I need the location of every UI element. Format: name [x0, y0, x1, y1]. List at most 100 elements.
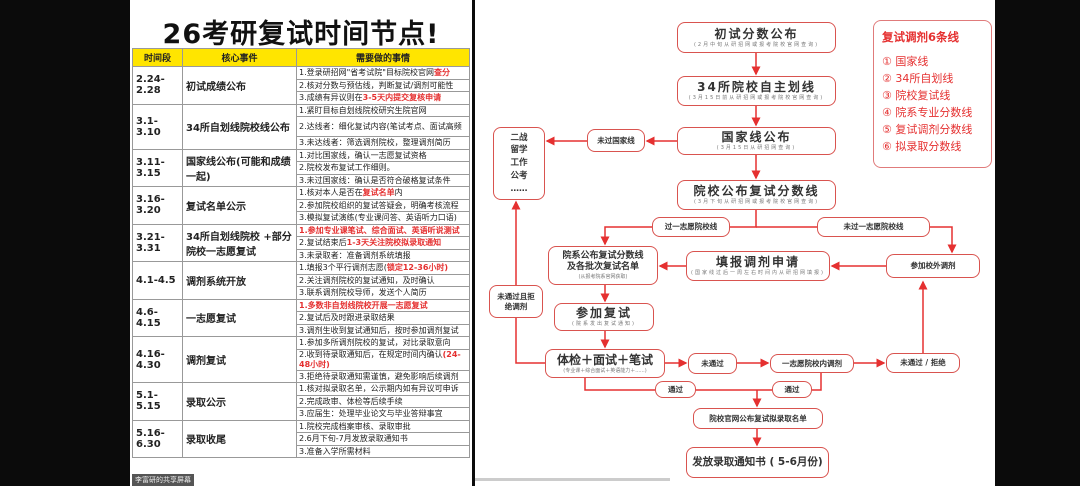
todo-highlight: 1.参加专业课笔试、综合面试、英语听说测试 — [299, 225, 460, 235]
todo-text: 3.未达线者：筛选调剂院校，整理调剂简历 — [299, 138, 451, 148]
node-admission-notice: 发放录取通知书 ( 5-6月份) — [686, 447, 829, 478]
core-event: 录取收尾 — [182, 419, 297, 458]
todo-highlight: 1.多数非自划线院校开展一志愿复试 — [299, 300, 428, 310]
node-note: (2月中旬从研招网或报考院校官网查询) — [693, 41, 820, 48]
todo-text: 1.对比国家线，确认一志愿复试资格 — [299, 150, 427, 160]
line-item: ② 34所自划线 — [882, 72, 954, 85]
line-item: ③ 院校复试线 — [882, 89, 951, 102]
node-apply-adjustment: 填报调剂申请(国家线过后一周左右时间内从研招网填报) — [686, 251, 830, 281]
todo-text: 1.登录研招网"省考试院"目标院校官网 — [299, 68, 434, 78]
core-event: 调剂复试 — [182, 336, 297, 383]
table-row: 2.收到待录取通知后，在规定时间内确认(24-48小时) — [133, 348, 470, 371]
node-note: (3月下旬从研招网或报考院校官网查询) — [693, 199, 820, 206]
line-item: ⑥ 拟录取分数线 — [882, 140, 962, 153]
node-title: 国家线公布 — [721, 130, 792, 145]
time-period: 5.16-6.30 — [132, 419, 183, 458]
todo-text: 2.关注调剂院校的复试通知，及时确认 — [299, 275, 435, 285]
node-pass: 通过 — [772, 381, 812, 398]
todo-highlight: 3-5天内提交复核申请 — [362, 93, 442, 103]
table-row: 3.准备入学所需材料 — [133, 444, 470, 458]
core-event: 复试名单公示 — [182, 186, 297, 225]
todo-text: 1.院校完成档案审核、录取审批 — [299, 421, 411, 431]
node-note: (国家线过后一周左右时间内从研招网填报) — [691, 270, 825, 277]
page-title: 26考研复试时间节点! — [162, 19, 440, 50]
node-attend-retest: 参加复试(院系发出复试通知) — [554, 303, 654, 331]
core-event: 录取公示 — [182, 382, 297, 421]
line-item: ④ 院系专业分数线 — [882, 106, 973, 119]
alt-item: 二战 — [510, 132, 528, 143]
alt-item: 留学 — [510, 145, 528, 156]
node-fail-national: 未过国家线 — [587, 129, 645, 152]
node-34-schools-lines: 34所院校自主划线(3月15日前从研招网或报考院校官网查询) — [677, 76, 836, 106]
node-title: 34所院校自主划线 — [697, 80, 816, 95]
node-note: (从报考院系官网获取) — [578, 273, 628, 280]
node-fail-reject: 未通过 / 拒绝 — [886, 353, 960, 373]
col-header: 需要做的事情 — [296, 48, 470, 67]
node-alternatives: 二战留学工作公考…… — [493, 127, 545, 200]
todo-highlight: 1-3天关注院校拟录取通知 — [346, 238, 442, 248]
todo-text: 3.调剂生收到复试通知后，按时参加调剂复试 — [299, 325, 459, 335]
todo-text: 2.6月下旬-7月发放录取通知书 — [299, 434, 408, 444]
node-title: 及各批次复试名单 — [566, 262, 639, 273]
table-row: 2.达线者：细化复试内容(笔试考点、面试高频 — [133, 116, 470, 137]
todo-text: 1.参加多所调剂院校的复试，对比录取意向 — [299, 338, 451, 348]
alt-item: 公考 — [510, 170, 528, 181]
core-event: 调剂系统开放 — [182, 261, 297, 300]
todo-text: 内 — [394, 188, 403, 198]
node-initial-scores: 初试分数公布(2月中旬从研招网或报考院校官网查询) — [677, 22, 836, 53]
todo-text: 2.核对分数与预估线，判断复试/调剂可能性 — [299, 80, 454, 90]
time-period: 3.21-3.31 — [132, 223, 183, 262]
node-dept-list: 院系公布复试分数线及各批次复试名单(从报考院系官网获取) — [548, 246, 658, 285]
todo-item: 3.准备入学所需材料 — [296, 444, 470, 458]
node-exam: 体检＋面试＋笔试(专业课＋综合面试＋英语能力＋......) — [545, 349, 665, 378]
todo-highlight: 查分 — [434, 68, 450, 78]
node-national-line: 国家线公布(3月15日从研招网查询) — [677, 127, 836, 155]
scrollbar[interactable] — [475, 478, 670, 481]
todo-text: 3.应届生：处理毕业论文与毕业答辩事宜 — [299, 409, 443, 419]
node-pass: 通过 — [655, 381, 696, 398]
line-item: ⑤ 复试调剂分数线 — [882, 123, 973, 136]
time-period: 3.16-3.20 — [132, 186, 183, 225]
core-event: 初试成绩公布 — [182, 66, 297, 105]
time-period: 3.11-3.15 — [132, 148, 183, 187]
line-item: ① 国家线 — [882, 55, 929, 68]
col-header: 核心事件 — [182, 48, 297, 67]
todo-text: 3.未录取者：准备调剂系统填报 — [299, 250, 411, 260]
todo-highlight: 复试名单 — [362, 188, 395, 198]
node-title: 院系公布复试分数线 — [562, 251, 644, 262]
todo-text: 1.核对本人是否在 — [299, 188, 363, 198]
core-event: 34所自划线院校 +部分院校一志愿复试 — [182, 223, 297, 262]
alt-item: 工作 — [510, 158, 528, 169]
node-note: (3月15日前从研招网或报考院校官网查询) — [688, 95, 825, 102]
todo-text: 2.参加院校组织的复试答疑会，明确考核流程 — [299, 200, 459, 210]
node-title: 填报调剂申请 — [715, 255, 800, 270]
todo-text: 2.复试后及时跟进录取结果 — [299, 313, 395, 323]
node-outside-adjustment: 参加校外调剂 — [886, 254, 980, 278]
todo-text: 1.核对拟录取名单，公示期内如有异议可申诉 — [299, 384, 459, 394]
node-pass-first-choice: 过一志愿院校线 — [652, 217, 730, 237]
todo-highlight: 锁定12-36小时) — [386, 263, 449, 273]
node-note: (院系发出复试通知) — [572, 321, 636, 328]
todo-text: 3.成绩有异议则在 — [299, 93, 363, 103]
todo-text: 2.完成政审、体检等后续手续 — [299, 396, 403, 406]
todo-text: 3.联系调剂院校导师，发送个人简历 — [299, 288, 427, 298]
node-admission-list: 院校官网公布复试拟录取名单 — [693, 408, 823, 429]
todo-text: 1.紧盯目标自划线院校研究生院官网 — [299, 105, 427, 115]
todo-text: 2.达线者：细化复试内容(笔试考点、面试高频 — [299, 122, 462, 131]
time-period: 3.1-3.10 — [132, 103, 183, 150]
node-school-retest-line: 院校公布复试分数线(3月下旬从研招网或报考院校官网查询) — [677, 180, 836, 210]
node-fail: 未通过 — [688, 353, 737, 374]
todo-text: 2.收到待录取通知后，在规定时间内确认 — [299, 349, 443, 359]
share-screen-label: 李富研的共享屏幕 — [132, 474, 194, 486]
